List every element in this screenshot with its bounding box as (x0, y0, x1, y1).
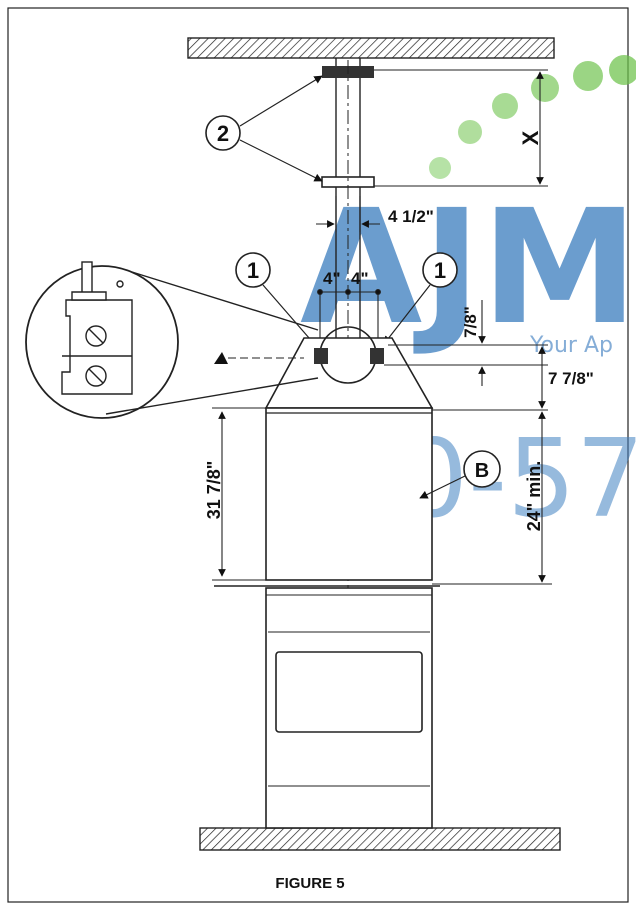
callout-b-leader (419, 475, 466, 499)
callout-b-label: B (475, 460, 489, 482)
watermark-dots (429, 55, 636, 179)
dim-4-half (316, 196, 380, 232)
callout-b-circle (463, 450, 501, 488)
callout-1-right-label: 1 (434, 258, 446, 283)
callout-2-circle (205, 115, 241, 151)
detail-inset (25, 261, 319, 419)
x-dimension-label: X (518, 130, 543, 145)
floor (199, 827, 561, 851)
dim-24-min (432, 411, 552, 585)
dim-4b-label: 4" (351, 269, 369, 288)
range-stove (214, 585, 440, 829)
dim-31-7-8 (212, 407, 266, 581)
callout-1-right-leader (383, 284, 431, 345)
callout-2-leader-upper (239, 75, 323, 127)
dim-7-8-label: 7/8" (461, 306, 480, 338)
x-dimension (374, 69, 548, 187)
watermark-letters: AJMa (300, 176, 636, 360)
callout-1-left-label: 1 (247, 258, 259, 283)
callout-1-left-leader (262, 284, 317, 347)
section-arrow (214, 352, 228, 364)
callout-2-leader-lower (239, 139, 323, 182)
figure-caption: FIGURE 5 (275, 875, 344, 892)
dim-4-half-label: 4 1/2" (388, 207, 434, 226)
dim-24-min-label: 24" min. (524, 461, 544, 532)
dim-7-7-8-label: 7 7/8" (548, 369, 594, 388)
callout-2-label: 2 (217, 121, 229, 146)
dim-7-8 (384, 300, 548, 386)
callout-1-left-circle (235, 252, 271, 288)
hood-body (265, 407, 433, 581)
callout-1-right-circle (422, 252, 458, 288)
screw-left (314, 348, 328, 364)
page-frame (7, 7, 629, 903)
dim-4a-label: 4" (323, 269, 341, 288)
dim-31-7-8-label: 31 7/8" (204, 461, 224, 520)
dim-7-7-8 (432, 346, 548, 411)
screw-right (370, 348, 384, 364)
ceiling (187, 37, 555, 59)
